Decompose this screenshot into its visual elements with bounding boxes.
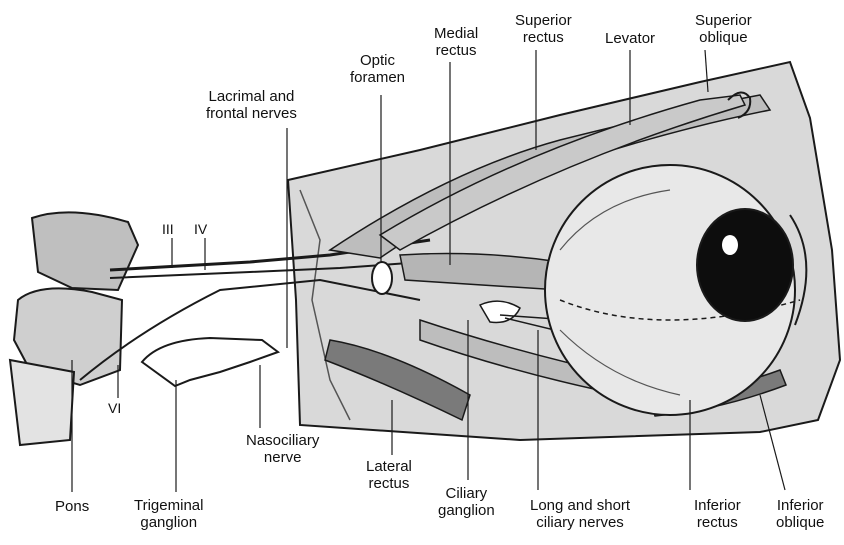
label-lateral-rectus: Lateral rectus — [366, 458, 412, 492]
label-ciliary-ganglion: Ciliary ganglion — [438, 485, 495, 519]
label-trigeminal: Trigeminal ganglion — [134, 497, 203, 531]
pupil-highlight — [722, 235, 738, 255]
label-nerve-iii: III — [162, 221, 174, 237]
label-inferior-rectus: Inferior rectus — [694, 497, 741, 531]
label-levator: Levator — [605, 30, 655, 47]
label-inferior-oblique: Inferior oblique — [776, 497, 824, 531]
label-medial-rectus: Medial rectus — [434, 25, 478, 59]
label-nerve-vi: VI — [108, 400, 121, 416]
optic-foramen-shape — [372, 262, 392, 294]
label-pons: Pons — [55, 498, 89, 515]
label-superior-rectus: Superior rectus — [515, 12, 572, 46]
label-nerve-iv: IV — [194, 221, 207, 237]
medulla — [10, 360, 74, 445]
label-lacrimal-frontal: Lacrimal and frontal nerves — [206, 88, 297, 122]
label-superior-oblique: Superior oblique — [695, 12, 752, 46]
label-long-short-ciliary: Long and short ciliary nerves — [530, 497, 630, 531]
iris — [697, 209, 793, 321]
trigeminal-ganglion-shape — [142, 338, 278, 386]
label-optic-foramen: Optic foramen — [350, 52, 405, 86]
label-nasociliary: Nasociliary nerve — [246, 432, 319, 466]
